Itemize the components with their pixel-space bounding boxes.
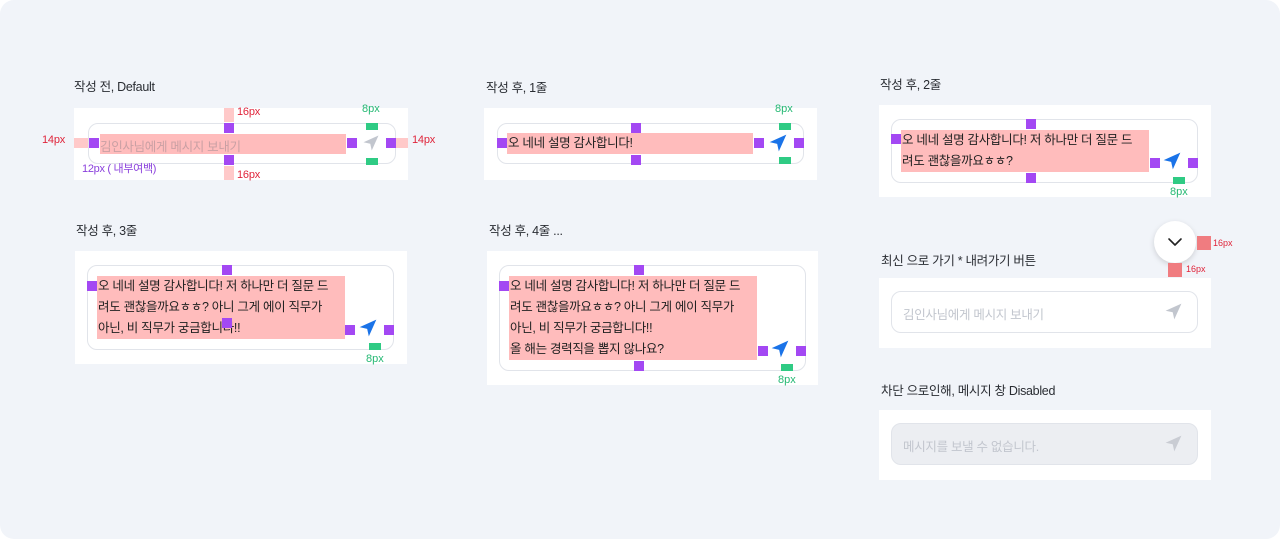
message-input-disabled [891, 423, 1198, 465]
gap-marker-bottom [1173, 177, 1185, 184]
section-title-two-lines: 작성 후, 2줄 [880, 78, 941, 92]
padding-marker-left [499, 281, 509, 291]
padding-marker-bottom [1026, 173, 1036, 183]
section-title-latest: 최신 으로 가기 * 내려가기 버튼 [881, 254, 1036, 268]
padding-marker-right [384, 325, 394, 335]
gap-marker-bottom [779, 157, 791, 164]
label-8px: 8px [778, 374, 796, 386]
section-title-disabled: 차단 으로인해, 메시지 창 Disabled [881, 384, 1056, 398]
padding-marker-right-edge [386, 138, 396, 148]
padding-marker-right [794, 138, 804, 148]
padding-marker-send-left [754, 138, 764, 148]
message-line: 려도 괜찮을까요ㅎㅎ? 아니 그게 에이 직무가 [98, 300, 323, 314]
padding-marker-send-left [345, 325, 355, 335]
content-area-highlight [901, 130, 1149, 172]
message-line: 아닌, 비 직무가 궁금합니다!! [98, 321, 241, 335]
padding-marker-bottom [222, 318, 232, 328]
label-16px-top: 16px [237, 106, 261, 118]
padding-marker-bottom [634, 361, 644, 371]
spacing-marker-right [1197, 236, 1211, 250]
padding-marker-top [634, 265, 644, 275]
padding-marker-bottom-outer [224, 166, 234, 180]
padding-marker-top-outer [224, 108, 234, 122]
label-14px-left: 14px [42, 134, 66, 146]
padding-marker-left-inner [89, 138, 99, 148]
label-14px-right: 14px [412, 134, 436, 146]
message-line: 려도 괜찮을까요ㅎㅎ? [902, 154, 1013, 168]
label-8px: 8px [362, 103, 380, 115]
send-icon [1164, 434, 1183, 453]
label-inner-padding: 12px ( 내부여백) [82, 163, 157, 175]
content-area-highlight [509, 276, 757, 360]
label-8px: 8px [775, 103, 793, 115]
chevron-down-icon [1168, 238, 1182, 246]
section-title-one-line: 작성 후, 1줄 [486, 81, 547, 95]
label-8px: 8px [366, 353, 384, 365]
padding-marker-top [222, 265, 232, 275]
scroll-down-button[interactable] [1154, 221, 1196, 263]
message-line: 올 해는 경력직을 뽑지 않나요? [510, 342, 664, 356]
gap-marker-bottom [781, 364, 793, 371]
gap-marker-top [366, 123, 378, 130]
label-16px-bottom: 16px [237, 169, 261, 181]
message-line: 아닌, 비 직무가 궁금합니다!! [510, 321, 653, 335]
padding-marker-left-outer [74, 138, 88, 148]
padding-marker-right [796, 346, 806, 356]
padding-marker-left [497, 138, 507, 148]
label-8px: 8px [1170, 186, 1188, 198]
message-line: 오 네네 설명 감사합니다! 저 하나만 더 질문 드 [510, 279, 741, 293]
padding-marker-left [87, 281, 97, 291]
message-line: 오 네네 설명 감사합니다! 저 하나만 더 질문 드 [902, 133, 1133, 147]
gap-marker-top [779, 123, 791, 130]
padding-marker-bottom-inner [224, 155, 234, 165]
message-line: 오 네네 설명 감사합니다! 저 하나만 더 질문 드 [98, 279, 329, 293]
send-icon[interactable] [770, 339, 790, 359]
message-placeholder: 메시지를 보낼 수 없습니다. [903, 440, 1039, 454]
padding-marker-right-inner [347, 138, 357, 148]
section-title-three-lines: 작성 후, 3줄 [76, 224, 137, 238]
padding-marker-left [891, 134, 901, 144]
message-text: 오 네네 설명 감사합니다! [508, 136, 633, 150]
content-area-highlight [507, 133, 753, 154]
padding-marker-send-left [1150, 158, 1160, 168]
padding-marker-bottom [631, 155, 641, 165]
padding-marker-top [631, 123, 641, 133]
padding-marker-right-outer [396, 138, 408, 148]
label-16px-right: 16px [1213, 238, 1233, 248]
send-icon[interactable] [1164, 302, 1183, 321]
padding-marker-right [1188, 158, 1198, 168]
message-line: 려도 괜찮을까요ㅎㅎ? 아니 그게 에이 직무가 [510, 300, 735, 314]
padding-marker-top [1026, 119, 1036, 129]
send-icon[interactable] [768, 133, 788, 153]
content-area-highlight [100, 134, 346, 154]
section-title-default: 작성 전, Default [74, 80, 155, 94]
message-input-latest[interactable] [891, 291, 1198, 333]
padding-marker-send-left [758, 346, 768, 356]
padding-marker-top-inner [224, 123, 234, 133]
send-icon[interactable] [358, 318, 378, 338]
message-placeholder: 김인사님에게 메시지 보내기 [100, 140, 241, 154]
send-icon[interactable] [1162, 151, 1182, 171]
section-title-four-lines: 작성 후, 4줄 ... [489, 224, 563, 238]
content-area-highlight [97, 276, 345, 339]
gap-marker-bottom [369, 343, 381, 350]
gap-marker-bottom [366, 158, 378, 165]
message-placeholder: 김인사님에게 메시지 보내기 [903, 308, 1044, 322]
send-icon[interactable] [362, 134, 380, 152]
label-16px-bottom: 16px [1186, 264, 1206, 274]
spacing-marker-bottom [1168, 263, 1182, 277]
